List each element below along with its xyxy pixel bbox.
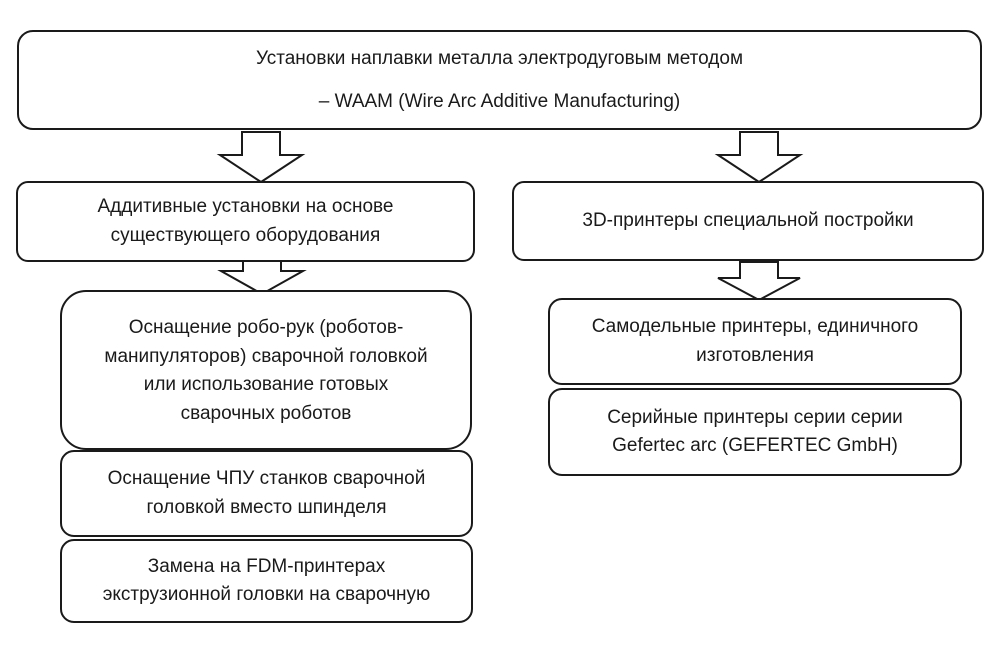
top-box-line-2: – WAAM (Wire Arc Additive Manufacturing) <box>318 90 681 112</box>
arrow-down-icon <box>216 131 306 184</box>
homemade-printers-box: Самодельные принтеры, единичного изготов… <box>548 298 962 385</box>
serial-printers-line: Gefertec arc (GEFERTEC GmbH) <box>612 435 898 456</box>
cnc-machine-line: Оснащение ЧПУ станков сварочной <box>107 468 426 489</box>
arrow-down-icon <box>717 261 801 302</box>
left-branch-title-line: Аддитивные установки на основе <box>97 196 394 217</box>
right-branch-title-box: 3D-принтеры специальной постройки <box>512 181 984 261</box>
fdm-printer-box: Замена на FDM-принтерах экструзионной го… <box>60 539 473 623</box>
homemade-printers-line: изготовления <box>696 344 814 366</box>
robot-arm-box: Оснащение робо-рук (роботов- манипулятор… <box>60 290 472 450</box>
homemade-printers-line: Самодельные принтеры, единичного <box>591 316 919 337</box>
cnc-machine-box: Оснащение ЧПУ станков сварочной головкой… <box>60 450 473 537</box>
robot-arm-line: манипуляторов) сварочной головкой <box>104 345 428 367</box>
top-box-line-1: Установки наплавки металла электродуговы… <box>255 48 744 69</box>
serial-printers-box: Серийные принтеры серии серии Gefertec a… <box>548 388 962 476</box>
robot-arm-line: сварочных роботов <box>180 402 352 424</box>
left-branch-title-box: Аддитивные установки на основе существую… <box>16 181 475 262</box>
top-box-waam: Установки наплавки металла электродуговы… <box>17 30 982 130</box>
fdm-printer-line: экструзионной головки на сварочную <box>102 584 431 605</box>
serial-printers-line: Серийные принтеры серии серии <box>607 406 903 428</box>
right-branch-title-line: 3D-принтеры специальной постройки <box>582 209 914 231</box>
robot-arm-line: Оснащение робо-рук (роботов- <box>128 317 404 338</box>
robot-arm-line: или использование готовых <box>143 374 389 395</box>
fdm-printer-line: Замена на FDM-принтерах <box>147 555 386 577</box>
arrow-down-icon <box>714 131 804 184</box>
left-branch-title-line: существующего оборудования <box>110 224 381 246</box>
cnc-machine-line: головкой вместо шпинделя <box>146 496 387 518</box>
